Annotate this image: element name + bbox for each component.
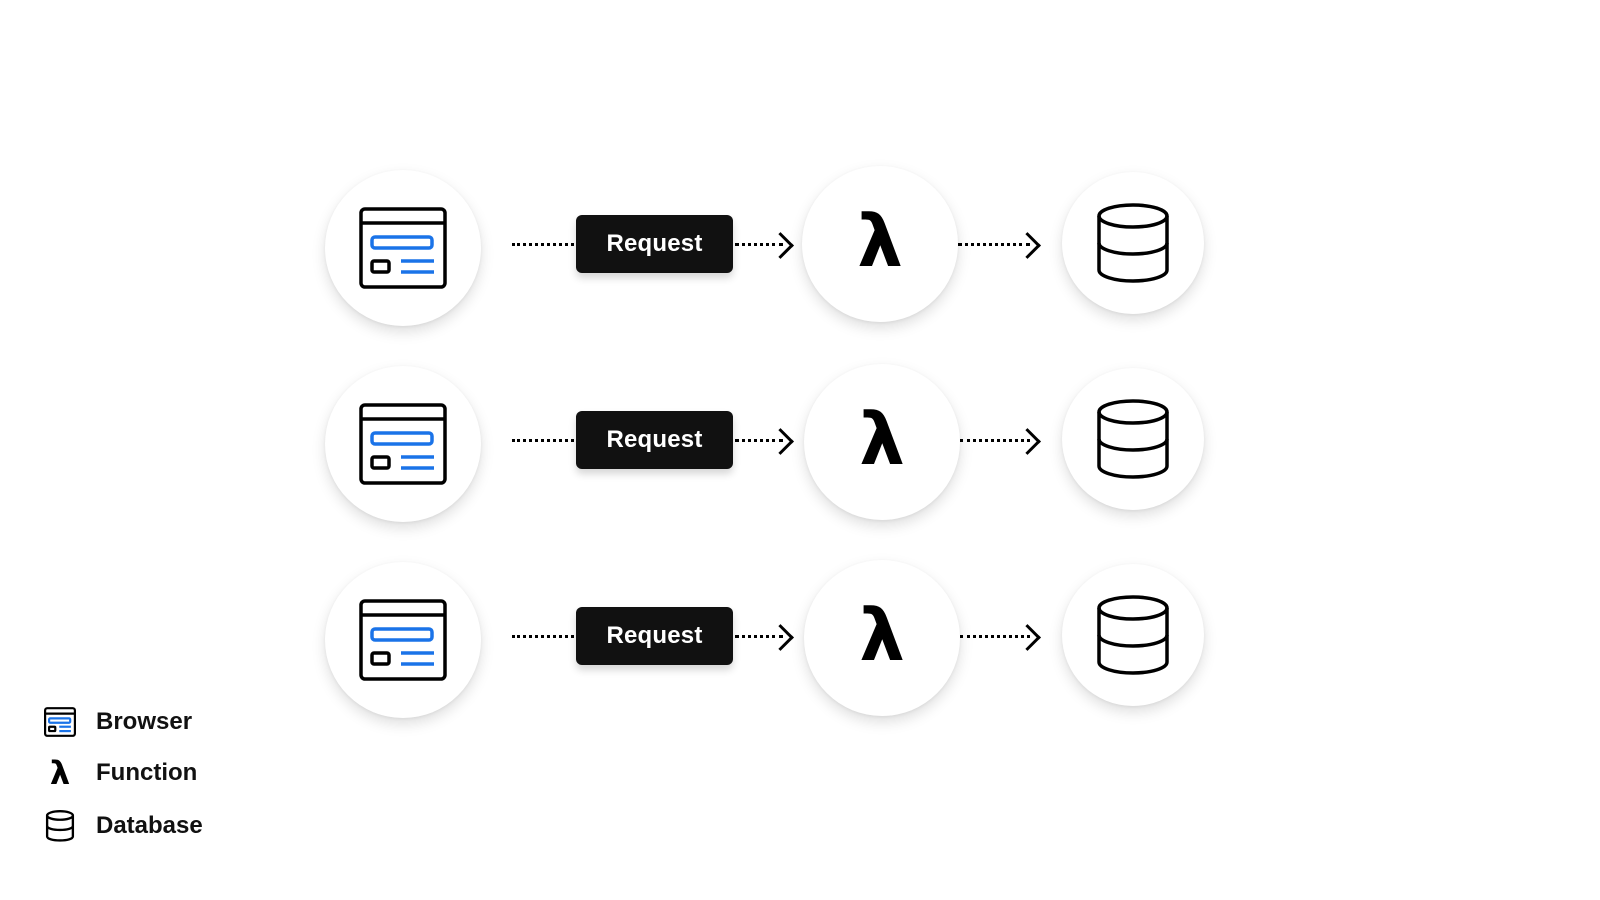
connector-line (735, 243, 783, 246)
arrow-head-icon (1014, 232, 1041, 259)
request-label: Request (606, 230, 703, 257)
database-node (1062, 564, 1204, 706)
lambda-icon: λ (859, 397, 905, 481)
connector-line (960, 439, 1030, 442)
legend-label: Browser (96, 708, 193, 735)
function-node: λ (802, 166, 958, 322)
connector-line (735, 635, 783, 638)
database-icon (1097, 595, 1169, 675)
arrow-head-icon (1014, 428, 1041, 455)
legend-item-function: λ Function (40, 753, 240, 793)
database-icon (40, 806, 80, 846)
database-node (1062, 368, 1204, 510)
request-badge: Request (576, 215, 733, 273)
connector-line (735, 439, 783, 442)
request-badge: Request (576, 411, 733, 469)
legend-item-database: Database (40, 806, 240, 846)
function-node: λ (804, 560, 960, 716)
arrow-head-icon (767, 428, 794, 455)
database-icon (1097, 399, 1169, 479)
arrow-head-icon (767, 624, 794, 651)
connector-line (512, 439, 574, 442)
legend-label: Database (96, 812, 203, 839)
function-node: λ (804, 364, 960, 520)
legend-item-browser: Browser (40, 702, 240, 742)
lambda-icon: λ (49, 754, 71, 792)
browser-icon (359, 599, 447, 681)
arrow-head-icon (1014, 624, 1041, 651)
arrow-head-icon (767, 232, 794, 259)
connector-line (960, 635, 1030, 638)
request-label: Request (606, 426, 703, 453)
browser-node (325, 170, 481, 326)
browser-icon (40, 702, 80, 742)
browser-icon (359, 403, 447, 485)
database-node (1062, 172, 1204, 314)
request-badge: Request (576, 607, 733, 665)
lambda-icon: λ (857, 199, 903, 283)
connector-line (958, 243, 1030, 246)
browser-node (325, 562, 481, 718)
legend-label: Function (96, 759, 198, 786)
connector-line (512, 243, 574, 246)
database-icon (1097, 203, 1169, 283)
request-label: Request (606, 622, 703, 649)
lambda-icon: λ (859, 593, 905, 677)
browser-node (325, 366, 481, 522)
connector-line (512, 635, 574, 638)
browser-icon (359, 207, 447, 289)
